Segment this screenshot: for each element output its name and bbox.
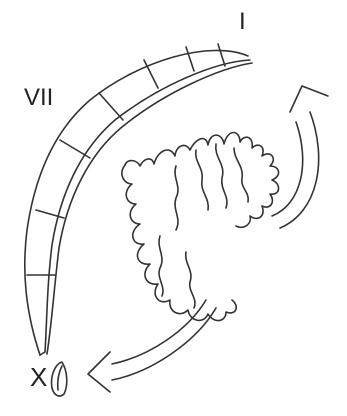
- lobed-structure: [122, 133, 279, 321]
- small-element-outline: [52, 362, 67, 396]
- label-numeral-x: X: [30, 364, 47, 390]
- arc-inner-edge-1: [45, 60, 250, 352]
- lobe-inner-1: [196, 150, 209, 210]
- upper-arrow-head: [290, 86, 328, 112]
- arc-inner-edge-2: [47, 63, 252, 354]
- upper-curved-arrow: [272, 86, 328, 228]
- segmented-arc: [25, 44, 252, 355]
- lower-arrow-head: [88, 352, 110, 392]
- segment-divider-5: [60, 140, 90, 158]
- segment-divider-4: [99, 93, 123, 120]
- segment-divider-1: [218, 44, 225, 66]
- label-numeral-i: I: [239, 10, 246, 34]
- lobe-inner-6: [186, 252, 195, 308]
- lobe-inner-2: [216, 144, 227, 208]
- lower-arrow-shaft-outer: [112, 308, 216, 380]
- small-element-ridge: [58, 366, 62, 390]
- small-x-element: [52, 362, 67, 396]
- lower-curved-arrow: [88, 300, 216, 392]
- arc-tip: [40, 352, 45, 355]
- upper-arrow-shaft-outer: [280, 112, 319, 228]
- segment-divider-2: [186, 47, 194, 71]
- lobe-inner-5: [159, 236, 163, 296]
- lower-arrow-shaft-inner: [112, 300, 206, 364]
- label-numeral-vii: VII: [24, 86, 53, 110]
- lobe-inner-3: [234, 148, 248, 202]
- lobe-inner-4: [175, 166, 178, 230]
- lobe-lower-outline: [122, 165, 236, 321]
